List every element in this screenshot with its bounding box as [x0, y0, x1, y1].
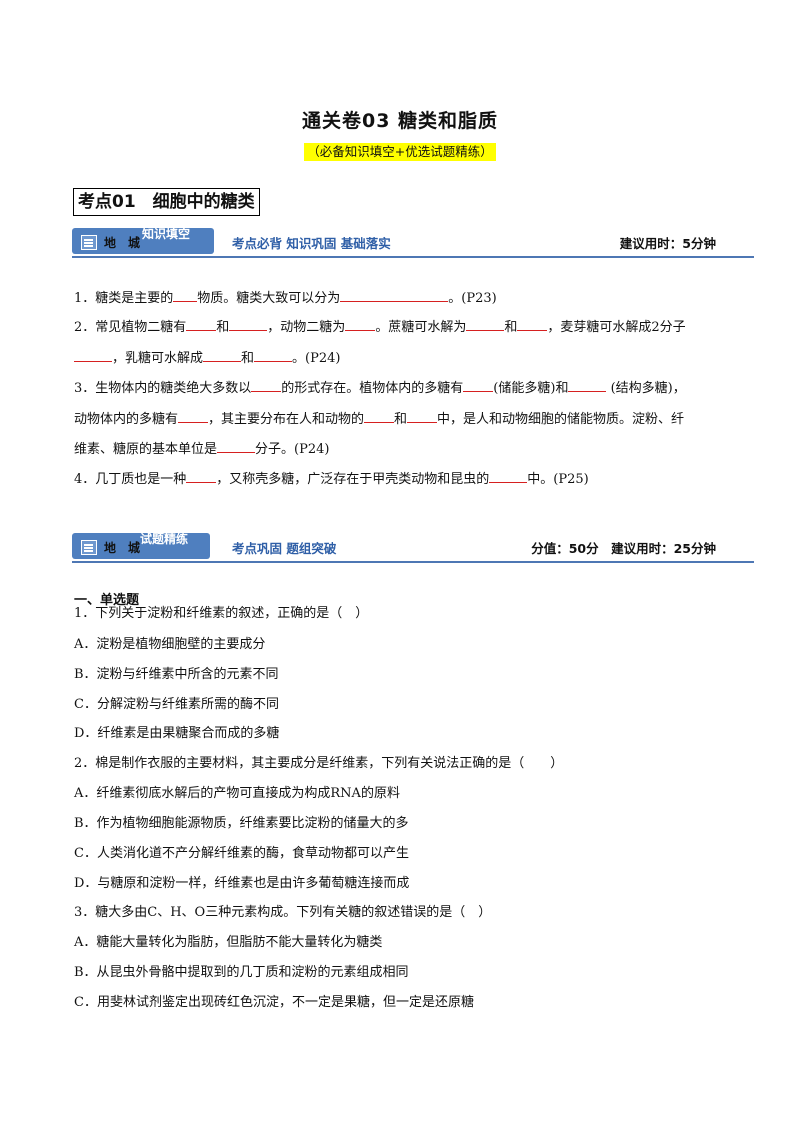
suggested-time: 建议用时：5分钟	[619, 236, 716, 251]
page-title: 通关卷03 糖类和脂质	[301, 110, 499, 132]
text: ，又称壳多糖，广泛存在于甲壳类动物和昆虫的	[216, 472, 490, 487]
blank	[251, 379, 282, 392]
blank	[178, 410, 209, 423]
text: 3．生物体内的糖类绝大多数以	[74, 381, 252, 396]
text: 动物体内的多糖有	[74, 412, 179, 427]
blank	[186, 470, 217, 483]
fill-line-4: 3．生物体内的糖类绝大多数以 的形式存在。植物体内的多糖有 (储能多糖)和 (结构多…	[74, 379, 734, 398]
text: ，麦芽糖可水解成2分子	[547, 320, 686, 335]
question-type-heading: 一、单选题	[74, 593, 140, 608]
blank	[364, 410, 395, 423]
text: 和	[504, 320, 518, 335]
text: 物质。糖类大致可以分为	[197, 291, 341, 306]
fill-line-5: 动物体内的多糖有 ，其主要分布在人和动物的 和 中，是人和动物细胞的储能物质。淀粉、纤	[74, 410, 734, 429]
banner-tag: 地 城	[104, 541, 141, 555]
banner-slogan: 考点必背 知识巩固 基础落实	[232, 236, 391, 251]
q2-option-c: C．人类消化道不产分解纤维素的酶，食草动物都可以产生	[74, 846, 409, 861]
book-icon	[81, 540, 97, 555]
blank	[173, 289, 198, 302]
banner-rule	[72, 256, 754, 258]
text: 和	[394, 412, 408, 427]
blank	[254, 349, 293, 362]
q3-option-a: A．糖能大量转化为脂肪，但脂肪不能大量转化为糖类	[74, 935, 383, 950]
question-1: 1．下列关于淀粉和纤维素的叙述，正确的是（ ）	[74, 606, 369, 621]
text: (储能多糖)和	[493, 381, 569, 396]
text: 4．几丁质也是一种	[74, 472, 187, 487]
blank	[74, 349, 112, 362]
fill-line-6: 维素、糖原的基本单位是 分子。(P24)	[74, 440, 734, 459]
text: 中，是人和动物细胞的储能物质。淀粉、纤	[437, 412, 685, 427]
subtitle-wrap: （必备知识填空+优选试题精练）	[0, 141, 800, 161]
q1-option-a: A．淀粉是植物细胞壁的主要成分	[74, 637, 266, 652]
q1-option-b: B．淀粉与纤维素中所含的元素不同	[74, 667, 279, 682]
blank	[217, 440, 256, 453]
fill-line-1: 1．糖类是主要的 物质。糖类大致可以分为 。(P23)	[74, 289, 734, 308]
text: 和	[216, 320, 230, 335]
q1-option-d: D．纤维素是由果糖聚合而成的多糖	[74, 726, 280, 741]
q2-option-b: B．作为植物细胞能源物质，纤维素要比淀粉的储量大的多	[74, 816, 409, 831]
q2-option-a: A．纤维素彻底水解后的产物可直接成为构成RNA的原料	[74, 786, 400, 801]
fill-line-2: 2．常见植物二糖有 和 ，动物二糖为 。蔗糖可水解为 和 ，麦芽糖可水解成2分子	[74, 318, 734, 337]
banner-slogan: 考点巩固 题组突破	[232, 541, 337, 556]
question-2: 2．棉是制作衣服的主要材料，其主要成分是纤维素，下列有关说法正确的是（ ）	[74, 756, 564, 771]
blank	[340, 289, 449, 302]
text: 2．常见植物二糖有	[74, 320, 187, 335]
text: 。蔗糖可水解为	[375, 320, 467, 335]
text: (结构多糖)，	[606, 381, 686, 396]
page-subtitle: （必备知识填空+优选试题精练）	[304, 143, 496, 161]
text: 分子。(P24)	[255, 442, 330, 457]
question-3: 3．糖大多由C、H、O三种元素构成。下列有关糖的叙述错误的是（ ）	[74, 905, 492, 920]
text: 的形式存在。植物体内的多糖有	[281, 381, 464, 396]
blank	[407, 410, 438, 423]
blank	[345, 318, 376, 331]
banner-rule	[72, 561, 754, 563]
blank	[203, 349, 242, 362]
banner-tag: 地 城	[104, 236, 141, 250]
score-and-time: 分值：50分 建议用时：25分钟	[531, 541, 716, 556]
blank	[466, 318, 505, 331]
text: 中。(P25)	[527, 472, 589, 487]
section-heading: 考点01 细胞中的糖类	[73, 188, 260, 216]
book-icon	[81, 235, 97, 250]
text: 。(P23)	[448, 291, 497, 306]
blank	[229, 318, 268, 331]
q2-option-d: D．与糖原和淀粉一样，纤维素也是由许多葡萄糖连接而成	[74, 876, 410, 891]
blank	[489, 470, 528, 483]
practice-banner: 地 城 试题精练 考点巩固 题组突破 分值：50分 建议用时：25分钟	[72, 532, 754, 563]
text: ，乳糖可水解成	[112, 351, 204, 366]
fill-line-3: ，乳糖可水解成 和 。(P24)	[74, 349, 734, 368]
text: 1．糖类是主要的	[74, 291, 174, 306]
banner-badge: 知识填空	[142, 227, 191, 241]
text: 维素、糖原的基本单位是	[74, 442, 218, 457]
blank	[186, 318, 217, 331]
text: ，动物二糖为	[267, 320, 346, 335]
q1-option-c: C．分解淀粉与纤维素所需的酶不同	[74, 697, 279, 712]
banner-badge: 试题精练	[140, 532, 189, 546]
q3-option-b: B．从昆虫外骨骼中提取到的几丁质和淀粉的元素组成相同	[74, 965, 409, 980]
fill-line-7: 4．几丁质也是一种 ，又称壳多糖，广泛存在于甲壳类动物和昆虫的 中。(P25)	[74, 470, 734, 489]
blank	[463, 379, 494, 392]
text: 。(P24)	[292, 351, 341, 366]
q3-option-c: C．用斐林试剂鉴定出现砖红色沉淀，不一定是果糖，但一定是还原糖	[74, 995, 474, 1010]
text: ，其主要分布在人和动物的	[208, 412, 365, 427]
banner-block	[72, 533, 210, 559]
knowledge-banner: 地 城 知识填空 考点必背 知识巩固 基础落实 建议用时：5分钟	[72, 227, 754, 258]
blank	[568, 379, 607, 392]
blank	[517, 318, 548, 331]
banner-block	[72, 228, 214, 254]
text: 和	[241, 351, 255, 366]
